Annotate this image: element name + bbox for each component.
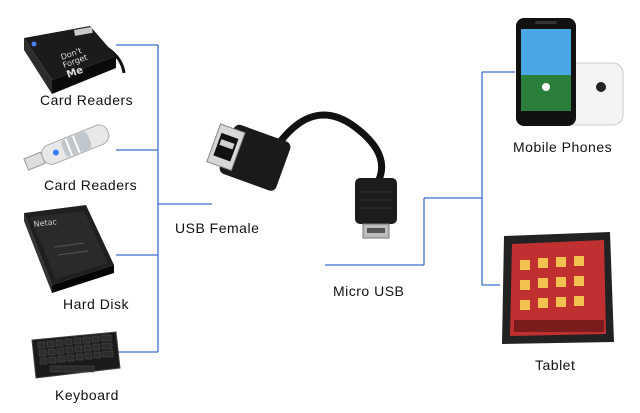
usb-female-label: USB Female — [175, 220, 260, 236]
card-reader-hub-icon: Don't Forget Me — [12, 18, 127, 96]
device-label-mobile-phones: Mobile Phones — [513, 139, 613, 155]
keyboard-icon — [28, 330, 123, 382]
mobile-phone-icon — [513, 15, 628, 130]
svg-text:Netac: Netac — [33, 217, 57, 229]
usb-otg-cable-icon — [205, 102, 405, 252]
micro-usb-label: Micro USB — [333, 283, 405, 299]
device-label-card-reader-1: Card Readers — [40, 92, 134, 108]
hard-disk-icon: Netac — [14, 203, 119, 295]
device-label-hard-disk: Hard Disk — [63, 296, 129, 312]
device-label-keyboard: Keyboard — [55, 387, 119, 403]
device-label-card-reader-2: Card Readers — [44, 177, 138, 193]
usb-card-reader-stick-icon — [15, 118, 120, 178]
tablet-icon — [498, 230, 618, 348]
device-label-tablet: Tablet — [535, 357, 576, 373]
svg-text:Me: Me — [65, 65, 85, 81]
